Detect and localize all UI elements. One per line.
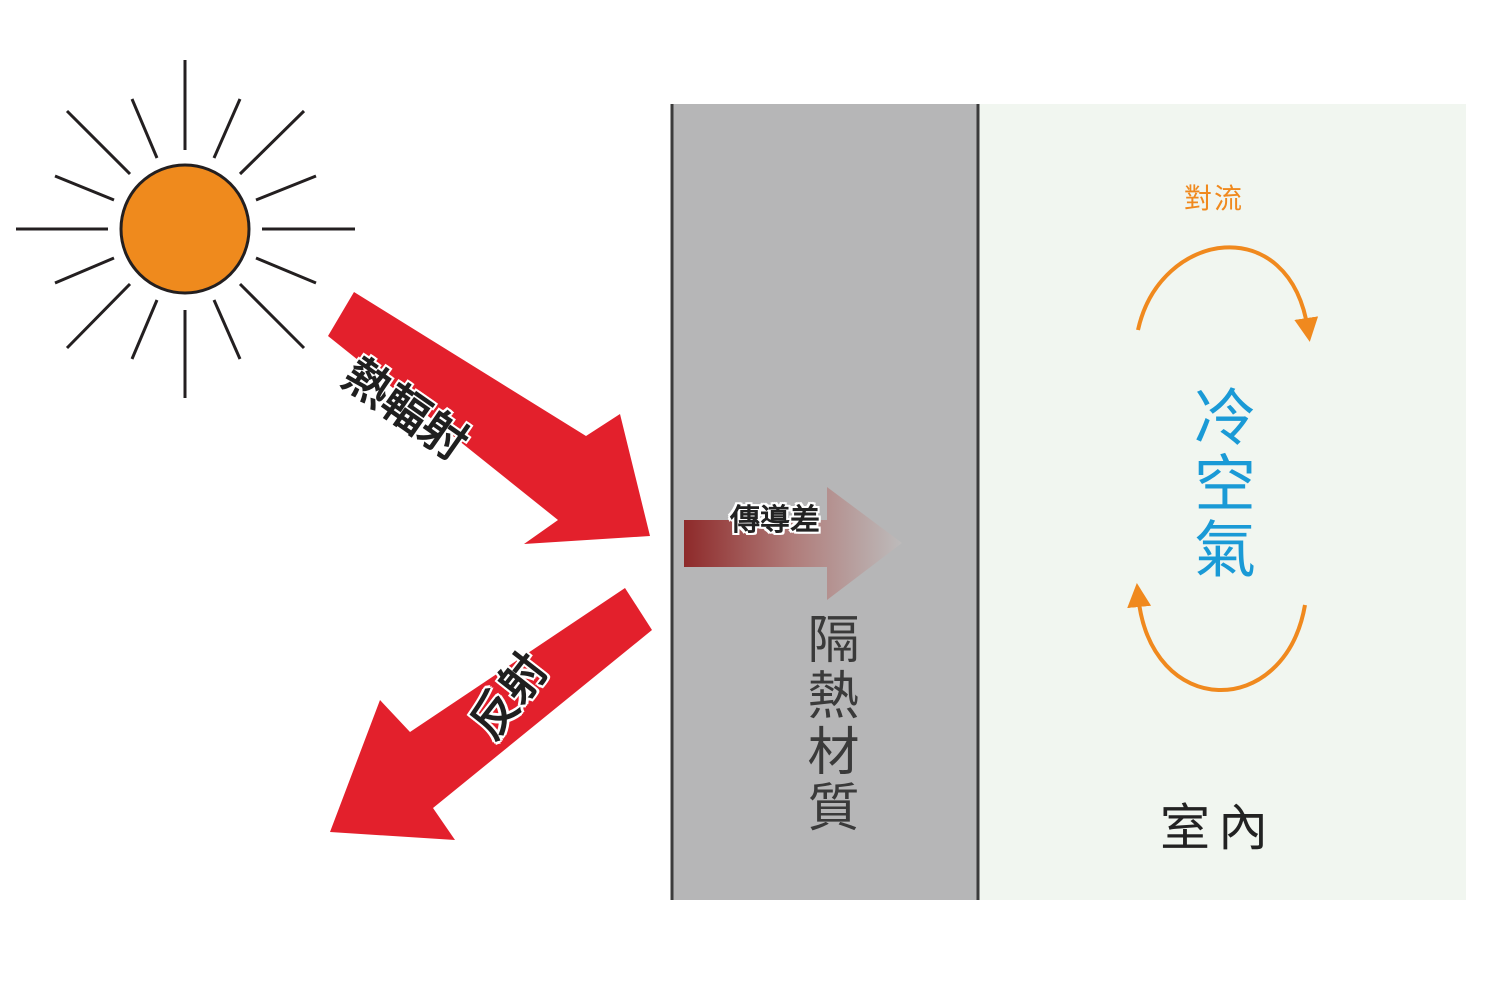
indoor-label: 室內 [1160, 799, 1276, 857]
conduction-arrow [684, 487, 902, 600]
convection-label: 對流 [1184, 182, 1245, 215]
cold-air-label: 冷空氣 [1183, 385, 1256, 583]
insulation-material-label: 隔熱材質 [798, 612, 858, 836]
radiation-arrow [328, 292, 650, 544]
cycle-arrows-icon [1127, 245, 1319, 692]
poor-conduction-label: 傳導差 [730, 503, 820, 538]
sun-icon [16, 60, 355, 398]
insulation-wall [672, 104, 978, 900]
indoor-area [978, 104, 1466, 900]
reflection-arrow [330, 588, 652, 840]
